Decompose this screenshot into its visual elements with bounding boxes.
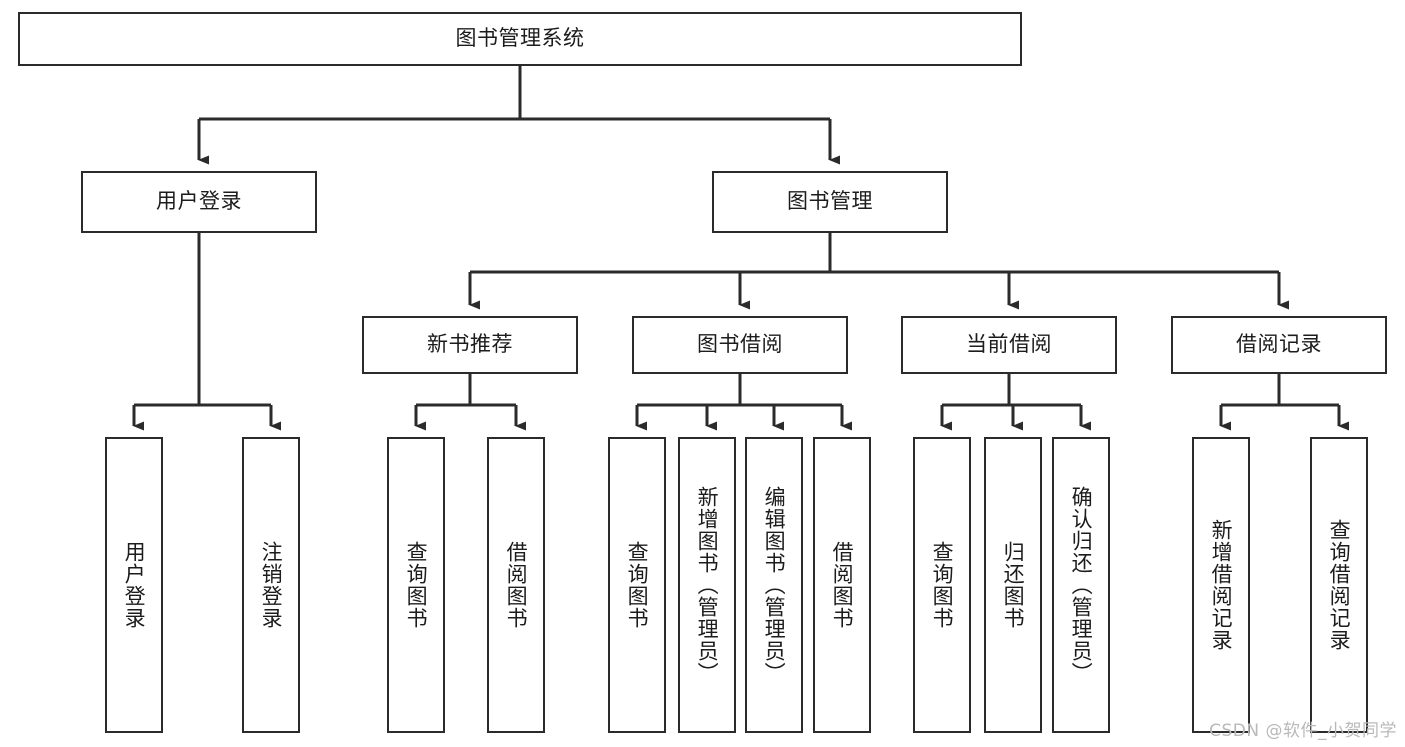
node-label-op-borrow-books: 借阅图书 — [830, 541, 855, 629]
node-op-query-books-recommend[interactable]: 查询图书 — [387, 437, 445, 733]
node-op-user-login[interactable]: 用户登录 — [105, 437, 163, 733]
node-op-add-borrow-record[interactable]: 新增借阅记录 — [1192, 437, 1250, 733]
node-label-op-user-login: 用户登录 — [122, 541, 147, 629]
node-op-query-borrow-record[interactable]: 查询借阅记录 — [1310, 437, 1368, 733]
node-label-current-borrow: 当前借阅 — [966, 332, 1052, 357]
node-op-borrow-books-recommend[interactable]: 借阅图书 — [487, 437, 545, 733]
node-book-management[interactable]: 图书管理 — [712, 171, 948, 233]
node-label-op-user-logout: 注销登录 — [259, 541, 284, 629]
node-op-user-logout[interactable]: 注销登录 — [242, 437, 300, 733]
node-user-login[interactable]: 用户登录 — [81, 171, 317, 233]
node-label-op-return-books: 归还图书 — [1001, 541, 1026, 629]
node-label-op-query-borrow-record: 查询借阅记录 — [1327, 519, 1352, 651]
node-label-op-confirm-return-admin: 确认归还（管理员） — [1069, 486, 1094, 684]
node-root[interactable]: 图书管理系统 — [18, 12, 1022, 66]
node-label-op-add-borrow-record: 新增借阅记录 — [1209, 519, 1234, 651]
node-label-op-add-book-admin: 新增图书（管理员） — [695, 486, 720, 684]
node-op-confirm-return-admin[interactable]: 确认归还（管理员） — [1052, 437, 1110, 733]
node-op-borrow-books[interactable]: 借阅图书 — [813, 437, 871, 733]
node-label-user-login: 用户登录 — [156, 189, 242, 214]
node-label-op-edit-book-admin: 编辑图书（管理员） — [762, 486, 787, 684]
node-op-query-books-borrow[interactable]: 查询图书 — [608, 437, 666, 733]
node-label-op-query-books-recommend: 查询图书 — [404, 541, 429, 629]
node-label-book-borrow: 图书借阅 — [697, 332, 783, 357]
node-op-edit-book-admin[interactable]: 编辑图书（管理员） — [745, 437, 803, 733]
node-label-new-book-recommend: 新书推荐 — [427, 332, 513, 357]
connector-group — [132, 66, 1349, 431]
node-op-query-books-current[interactable]: 查询图书 — [913, 437, 971, 733]
node-book-borrow[interactable]: 图书借阅 — [632, 316, 848, 374]
node-op-return-books[interactable]: 归还图书 — [984, 437, 1042, 733]
node-current-borrow[interactable]: 当前借阅 — [901, 316, 1117, 374]
node-new-book-recommend[interactable]: 新书推荐 — [362, 316, 578, 374]
node-label-borrow-records: 借阅记录 — [1236, 332, 1322, 357]
node-label-book-management: 图书管理 — [787, 189, 873, 214]
node-label-root: 图书管理系统 — [455, 26, 585, 51]
node-borrow-records[interactable]: 借阅记录 — [1171, 316, 1387, 374]
node-label-op-borrow-books-recommend: 借阅图书 — [504, 541, 529, 629]
node-label-op-query-books-borrow: 查询图书 — [625, 541, 650, 629]
node-op-add-book-admin[interactable]: 新增图书（管理员） — [678, 437, 736, 733]
node-label-op-query-books-current: 查询图书 — [930, 541, 955, 629]
